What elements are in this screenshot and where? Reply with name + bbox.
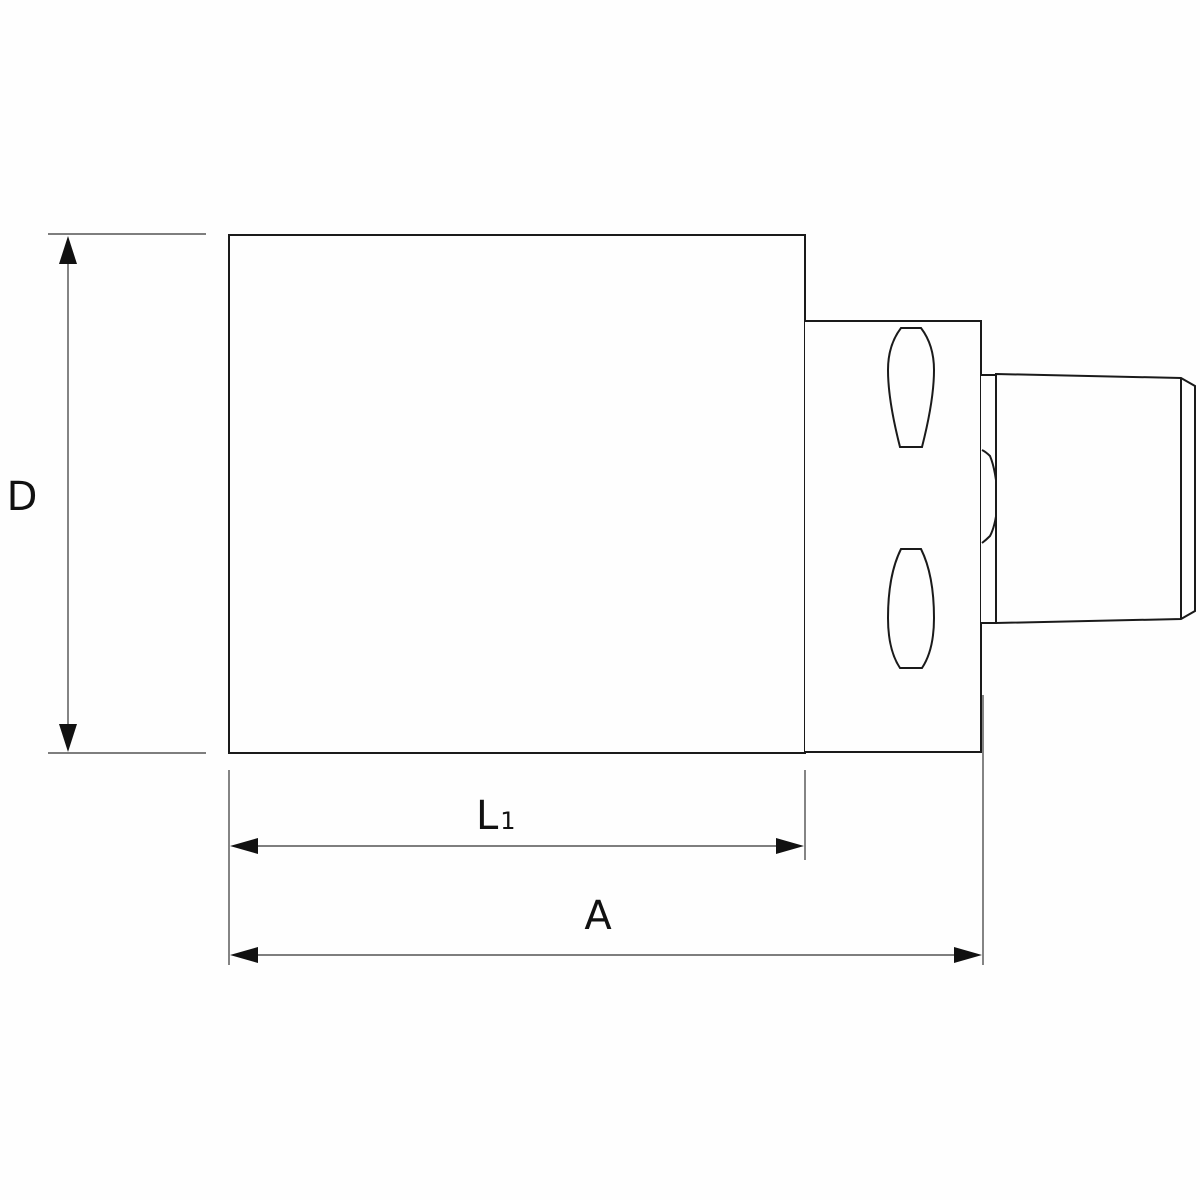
dimension-label-l1: L1 [476,793,516,839]
a-arrow-right-icon [954,947,982,963]
taper-shank [995,372,1196,625]
dimension-label-a: A [584,893,612,939]
dimension-label-d: D [7,474,38,520]
d-arrow-top-icon [59,236,77,264]
d-arrow-bottom-icon [59,724,77,752]
lower-slot [886,548,936,669]
main-body [228,234,806,754]
l1-arrow-right-icon [776,838,804,854]
l1-arrow-left-icon [230,838,258,854]
upper-slot [886,327,936,448]
a-arrow-left-icon [230,947,258,963]
